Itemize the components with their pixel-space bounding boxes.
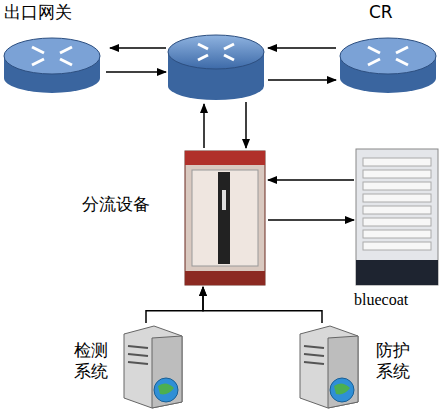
device-label: CR [369,2,393,22]
device-label: 出口网关 [4,2,72,22]
device-label: 检测 系统 [74,340,110,383]
device-node: 分流设备 [80,148,270,288]
device-icon [290,324,362,410]
server-icon [290,324,362,410]
device-node: 出口网关 [0,2,110,102]
flow-connector [268,179,354,181]
bluecoat-device [355,148,439,286]
device-node: bluecoat [350,148,445,316]
device-icon [355,148,439,286]
router-icon [337,30,439,96]
flow-connector [146,287,203,323]
device-label: bluecoat [354,290,408,309]
server-icon [114,324,186,410]
flow-connector [268,219,354,221]
device-icon [114,324,186,410]
device-icon [184,150,266,286]
device-label: 分流设备 [82,194,150,214]
flow-connector [203,287,322,323]
device-icon [2,30,102,96]
device-icon [337,30,439,96]
device-label: 防护 系统 [376,340,412,383]
router-icon [2,30,102,96]
core-router [168,35,264,100]
device-node: CR [335,2,443,102]
device-node: 检测 系统 [72,320,190,412]
splitter-chassis [184,150,266,286]
device-node: 防护 系统 [288,320,423,412]
